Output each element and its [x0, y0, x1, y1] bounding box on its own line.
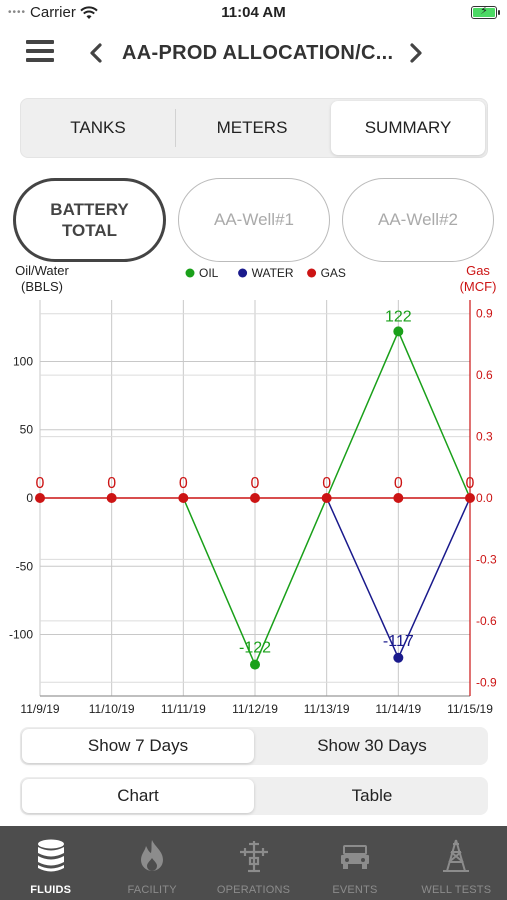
battery-total-label: BATTERY TOTAL: [50, 200, 129, 240]
chevron-left-icon[interactable]: [84, 38, 108, 68]
table-view-button[interactable]: Table: [351, 786, 393, 805]
status-time: 11:04 AM: [221, 4, 286, 21]
data-point-gas: [106, 493, 117, 503]
tab-summary[interactable]: SUMMARY: [331, 101, 485, 155]
y-tick-label-right: 0.6: [476, 368, 493, 382]
data-point-gas: [393, 493, 404, 503]
database-icon: [37, 839, 64, 872]
well-2-label: AA-Well#2: [378, 210, 458, 229]
truck-icon: [340, 845, 369, 869]
tab-meters[interactable]: METERS: [175, 99, 329, 157]
battery-icon: ⚡: [471, 5, 500, 19]
data-label-gas: 0: [394, 475, 403, 492]
data-point-gas: [178, 493, 189, 503]
data-label-gas: 0: [322, 475, 331, 492]
wifi-icon: [80, 5, 98, 19]
x-tick-label: 11/9/19: [20, 702, 59, 716]
menu-icon[interactable]: [26, 40, 54, 64]
data-label-oil: -122: [239, 640, 271, 657]
y-tick-label-left: 50: [20, 423, 34, 437]
legend-entry: OIL: [199, 266, 219, 280]
legend-entry: GAS: [321, 266, 346, 280]
data-label-gas: 0: [107, 475, 116, 492]
carrier-label: Carrier: [30, 4, 76, 21]
signal-icon: ••••: [8, 7, 27, 18]
tab-events[interactable]: EVENTS: [304, 826, 405, 900]
right-axis-unit: (MCF): [460, 279, 497, 294]
data-point-water: [393, 652, 404, 663]
x-tick-label: 11/12/19: [232, 702, 278, 716]
tab-facility[interactable]: FACILITY: [101, 826, 202, 900]
y-tick-label-left: -50: [16, 559, 34, 573]
left-axis-unit: (BBLS): [21, 279, 63, 294]
right-axis-label: Gas: [466, 263, 490, 278]
battery-total-pill[interactable]: BATTERY TOTAL: [13, 178, 166, 262]
well-1-label: AA-Well#1: [214, 210, 294, 229]
chart-view-button[interactable]: Chart: [22, 779, 254, 813]
y-tick-label-left: -100: [9, 628, 33, 642]
y-tick-label-right: 0.3: [476, 430, 493, 444]
tab-events-label: EVENTS: [332, 884, 378, 896]
tab-fluids-label: FLUIDS: [30, 884, 72, 896]
tab-fluids[interactable]: FLUIDS: [0, 826, 101, 900]
chevron-right-icon[interactable]: [404, 38, 428, 68]
page-title: AA-PROD ALLOCATION/C...: [122, 42, 392, 64]
show-30-days-button[interactable]: Show 30 Days: [317, 736, 427, 755]
category-tabs: TANKS METERS SUMMARY: [20, 98, 488, 158]
pipeline-icon: [239, 841, 268, 873]
tab-well-tests-label: WELL TESTS: [421, 884, 492, 896]
show-7-days-button[interactable]: Show 7 Days: [22, 729, 254, 763]
y-tick-label-right: 0.9: [476, 307, 493, 321]
y-tick-label-right: 0.0: [476, 491, 493, 505]
legend-entry: WATER: [252, 266, 294, 280]
chart-svg: Oil/Water(BBLS) Gas(MCF) OIL WATER GAS 100 50 0…: [9, 263, 497, 716]
x-tick-label: 11/14/19: [375, 702, 421, 716]
status-bar: •••• Carrier 11:04 AM ⚡: [0, 0, 507, 26]
tab-operations[interactable]: OPERATIONS: [203, 826, 304, 900]
data-label-water: -117: [383, 633, 414, 650]
data-label-gas: 0: [251, 475, 260, 492]
x-tick-label: 11/13/19: [304, 702, 350, 716]
well-1-pill[interactable]: AA-Well#1: [178, 178, 330, 262]
legend-marker: [238, 268, 248, 278]
legend-marker: [307, 268, 317, 278]
data-point-gas: [321, 493, 332, 503]
data-label-oil: 122: [385, 308, 412, 325]
y-tick-label-left: 100: [13, 354, 33, 368]
data-label-gas: 0: [36, 475, 45, 492]
data-point-gas: [465, 493, 475, 503]
data-point-gas: [250, 493, 260, 503]
left-axis-label: Oil/Water: [15, 263, 69, 278]
tab-facility-label: FACILITY: [127, 884, 177, 896]
tab-tanks[interactable]: TANKS: [70, 118, 126, 137]
x-tick-label: 11/15/19: [447, 702, 493, 716]
production-chart: Oil/Water(BBLS) Gas(MCF) OIL WATER GAS 100 50 0…: [0, 262, 507, 722]
bottom-tab-bar: FLUIDS FACILITY OPERATIONS: [0, 826, 507, 900]
view-toggle: Chart Table: [20, 777, 488, 815]
y-tick-label-left: 0: [26, 491, 33, 505]
x-tick-label: 11/10/19: [89, 702, 135, 716]
days-toggle: Show 7 Days Show 30 Days: [20, 727, 488, 765]
well-2-pill[interactable]: AA-Well#2: [342, 178, 494, 262]
nav-bar: AA-PROD ALLOCATION/C...: [0, 30, 507, 76]
flame-icon: [141, 840, 164, 871]
data-point-oil: [393, 326, 404, 337]
data-point-oil: [250, 659, 260, 670]
y-tick-label-right: -0.3: [476, 552, 497, 566]
y-tick-label-right: -0.6: [476, 614, 497, 628]
derrick-icon: [443, 839, 470, 872]
data-point-gas: [35, 493, 45, 503]
tab-operations-label: OPERATIONS: [216, 884, 291, 896]
legend-marker: [185, 268, 195, 278]
data-label-gas: 0: [466, 475, 475, 492]
tab-well-tests[interactable]: WELL TESTS: [406, 826, 507, 900]
data-label-gas: 0: [179, 475, 188, 492]
x-tick-label: 11/11/19: [161, 702, 206, 716]
y-tick-label-right: -0.9: [476, 675, 497, 689]
